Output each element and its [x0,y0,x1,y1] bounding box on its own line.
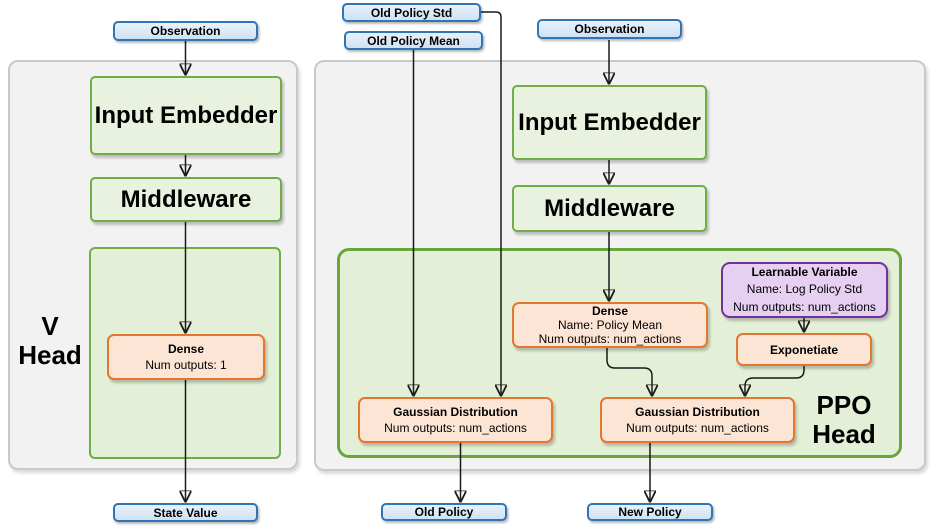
input-embedder-v-label: Input Embedder [94,101,278,129]
middleware-ppo-label: Middleware [544,194,675,222]
gaussian-old-outputs: Num outputs: num_actions [384,421,527,435]
dense-v-title: Dense [167,342,205,356]
old-policy-label: Old Policy [414,505,474,519]
input-embedder-ppo: Input Embedder [512,85,707,160]
exponetiate-op: Exponetiate [736,333,872,366]
gaussian-distribution-old: Gaussian Distribution Num outputs: num_a… [358,397,553,443]
arrow-exponetiate-to-gaussian-new [745,366,805,394]
dense-policy-mean: Dense Name: Policy Mean Num outputs: num… [512,302,708,348]
middleware-v-label: Middleware [120,185,252,213]
old-policy-output: Old Policy [381,503,507,521]
old-policy-std-label: Old Policy Std [370,5,453,20]
observation-input-ppo-label: Observation [574,22,645,36]
learnable-variable: Learnable Variable Name: Log Policy Std … [721,262,888,318]
old-policy-std-input: Old Policy Std [342,3,481,22]
middleware-ppo: Middleware [512,185,707,232]
observation-input-ppo: Observation [537,19,682,39]
v-head-label: V Head [10,312,90,370]
dense-v: Dense Num outputs: 1 [107,334,265,380]
dense-policy-mean-title: Dense [591,304,629,318]
middleware-v: Middleware [90,177,282,222]
observation-input-v-label: Observation [150,24,221,38]
dense-policy-mean-outputs: Num outputs: num_actions [538,332,682,346]
gaussian-old-title: Gaussian Distribution [393,405,518,419]
gaussian-new-outputs: Num outputs: num_actions [626,421,769,435]
learnable-variable-outputs: Num outputs: num_actions [733,299,876,314]
arrow-dense-to-gaussian-new [606,348,652,394]
ppo-head-label-line2: Head [812,419,876,449]
arrow-old-policy-std-to-gaussian-old [481,11,501,394]
ppo-head-label-line1: PPO [816,390,872,420]
dense-policy-mean-name: Name: Policy Mean [557,318,663,332]
state-value-output: State Value [113,503,258,522]
state-value-label: State Value [153,505,218,520]
v-head-label-line1: V [41,311,59,341]
ppo-head-label: PPO Head [804,391,884,449]
old-policy-mean-label: Old Policy Mean [367,33,460,48]
new-policy-output: New Policy [587,503,713,521]
learnable-variable-name: Name: Log Policy Std [746,282,863,297]
input-embedder-v: Input Embedder [90,76,282,155]
gaussian-new-title: Gaussian Distribution [635,405,760,419]
learnable-variable-title: Learnable Variable [751,264,858,279]
old-policy-mean-input: Old Policy Mean [344,31,483,50]
gaussian-distribution-new: Gaussian Distribution Num outputs: num_a… [600,397,795,443]
input-embedder-ppo-label: Input Embedder [518,108,701,136]
observation-input-v: Observation [113,21,258,41]
exponetiate-label: Exponetiate [769,342,838,357]
dense-v-outputs: Num outputs: 1 [145,358,227,372]
new-policy-label: New Policy [618,505,682,519]
v-head-label-line2: Head [18,340,82,370]
